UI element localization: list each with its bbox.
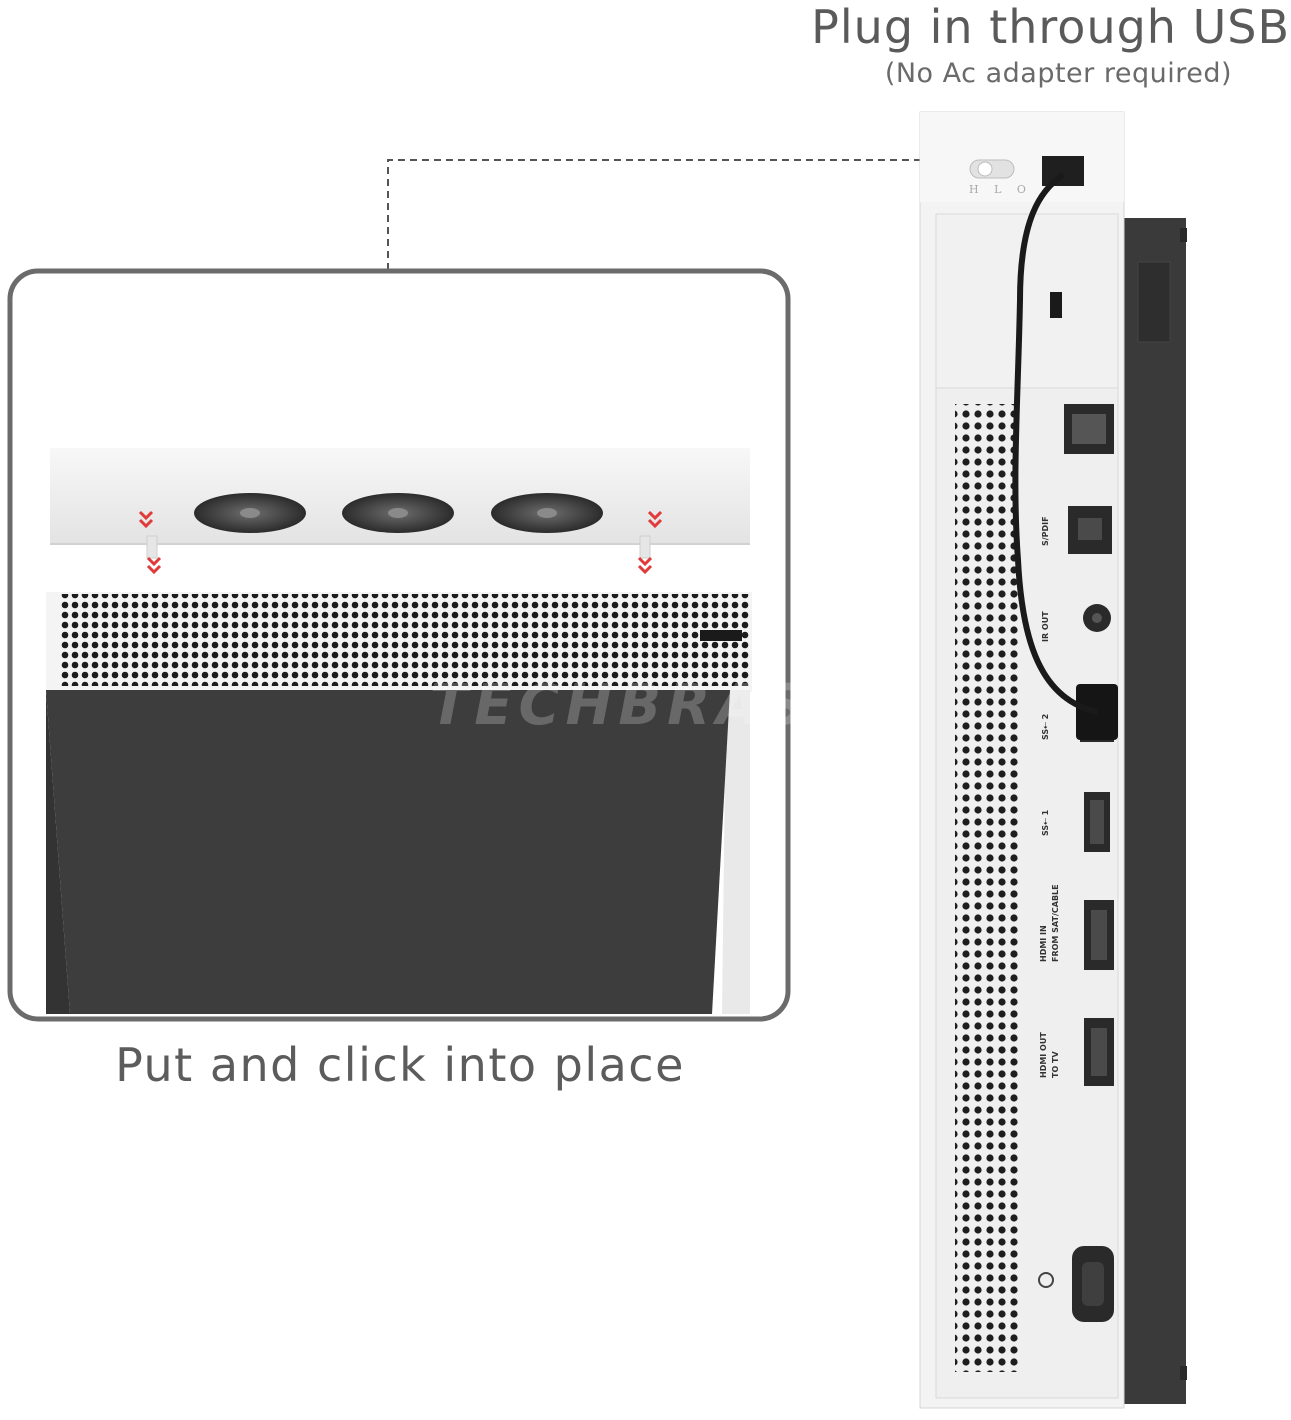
- console-rear-view: H L O S/PDIF IR OUT SS⇠ 2 SS⇠ 1 HDMI IN …: [919, 111, 1187, 1409]
- dashed-connector: [387, 155, 942, 270]
- fan-2-icon: [342, 493, 454, 533]
- xbox-logo-icon: [1038, 1272, 1054, 1288]
- switch-labels: H L O: [969, 183, 1032, 196]
- svg-text:HDMI IN: HDMI IN: [1039, 925, 1048, 962]
- svg-text:SS⇠ 2: SS⇠ 2: [1041, 714, 1050, 740]
- fan-3-icon: [491, 493, 603, 533]
- down-arrow-right-icon: [637, 510, 663, 575]
- down-arrow-left-icon: [138, 510, 162, 575]
- cooling-fan-bar: [50, 436, 750, 559]
- svg-text:S/PDIF: S/PDIF: [1041, 516, 1050, 546]
- svg-text:SS⇠ 1: SS⇠ 1: [1041, 809, 1050, 836]
- instruction-caption: Put and click into place: [115, 1038, 685, 1092]
- fan-1-icon: [194, 493, 306, 533]
- headline-title: Plug in through USB: [811, 0, 1290, 54]
- svg-text:FROM SAT/CABLE: FROM SAT/CABLE: [1051, 884, 1060, 962]
- watermark-text: TECHBRASIL: [430, 673, 880, 738]
- headline-subtitle: (No Ac adapter required): [884, 58, 1232, 89]
- usb-input-port: [1042, 156, 1084, 186]
- usb-cable: [1012, 172, 1099, 715]
- svg-text:HDMI OUT: HDMI OUT: [1039, 1032, 1048, 1078]
- console-top-view: TECHBRASIL: [46, 592, 880, 1014]
- svg-text:IR OUT: IR OUT: [1041, 611, 1050, 642]
- svg-text:TO TV: TO TV: [1051, 1051, 1060, 1079]
